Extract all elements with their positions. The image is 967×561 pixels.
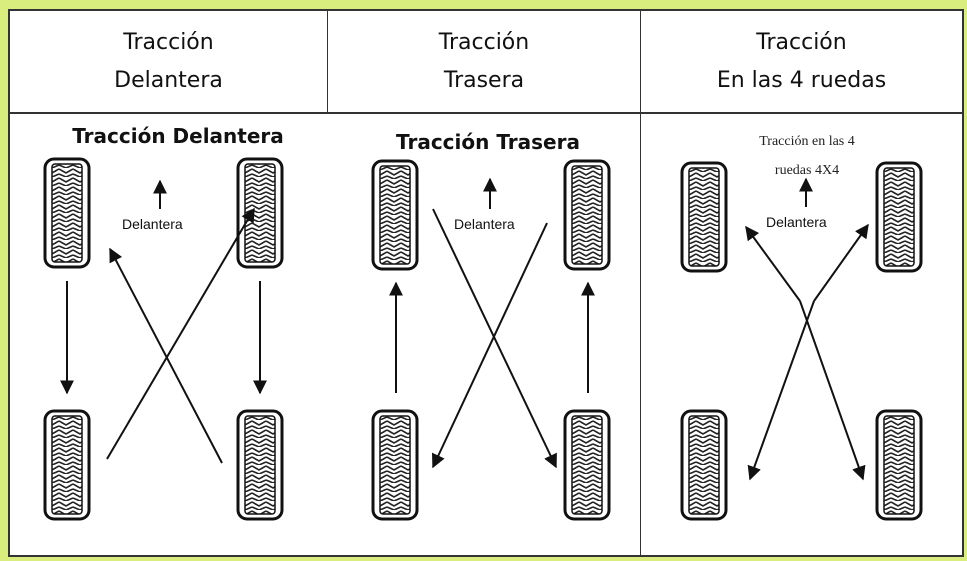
arrow-cross-up-right-icon	[106, 207, 255, 460]
header-1-line-2: Delantera	[114, 67, 223, 93]
panel-1-label: Delantera	[122, 216, 183, 232]
panel-front-wheel-drive: Tracción Delantera Delantera	[43, 124, 284, 521]
arrow-cross-up-left-icon	[109, 247, 223, 464]
rotation-diagrams: Tracción Delantera Delantera Tracción Tr…	[43, 124, 923, 521]
arrow-diag-down-left-icon	[747, 300, 815, 481]
header-front-wheel-drive: Tracción Delantera	[10, 11, 328, 112]
header-3-line-1: Tracción	[756, 29, 847, 55]
header-rear-wheel-drive: Tracción Trasera	[328, 11, 641, 112]
tire-rear-left-icon	[371, 409, 419, 521]
panel-1-title: Tracción Delantera	[72, 124, 284, 148]
panel-rear-wheel-drive: Tracción Trasera Delantera	[371, 130, 611, 521]
header-3-line-2: En las 4 ruedas	[716, 67, 887, 93]
tire-rear-right-icon	[875, 409, 923, 521]
panel-3-label: Delantera	[766, 214, 827, 230]
tire-rear-left-icon	[680, 409, 728, 521]
panel-2-title: Tracción Trasera	[396, 130, 580, 154]
tire-front-right-icon	[236, 157, 284, 269]
tire-front-left-icon	[680, 161, 728, 273]
tire-front-left-icon	[371, 159, 419, 271]
tire-rear-right-icon	[236, 409, 284, 521]
header-1-line-1: Tracción	[123, 29, 214, 55]
rotation-table: Tracción Delantera Tracción Trasera Trac…	[8, 9, 964, 557]
column-divider	[640, 114, 641, 555]
panel-2-label: Delantera	[454, 216, 515, 232]
arrow-diag-down-right-icon	[799, 300, 866, 481]
tire-rear-right-icon	[563, 409, 611, 521]
header-2-line-1: Tracción	[438, 29, 530, 55]
panel-all-wheel-drive: Tracción en las 4 ruedas 4X4 Delantera	[680, 134, 923, 521]
tire-front-right-icon	[563, 159, 611, 271]
tire-front-right-icon	[875, 161, 923, 273]
tire-front-left-icon	[43, 157, 91, 269]
arrow-diag-up-right-icon	[813, 223, 869, 302]
arrow-cross-down-left-icon	[431, 222, 548, 469]
table-header: Tracción Delantera Tracción Trasera Trac…	[10, 11, 962, 114]
panel-3-title-line-2: ruedas 4X4	[775, 163, 839, 178]
header-2-line-2: Trasera	[443, 67, 525, 93]
header-all-wheel-drive: Tracción En las 4 ruedas	[641, 11, 962, 112]
tire-rear-left-icon	[43, 409, 91, 521]
arrow-cross-down-right-icon	[432, 208, 557, 469]
arrow-diag-up-left-icon	[745, 225, 801, 302]
panel-3-title-line-1: Tracción en las 4	[759, 134, 855, 149]
